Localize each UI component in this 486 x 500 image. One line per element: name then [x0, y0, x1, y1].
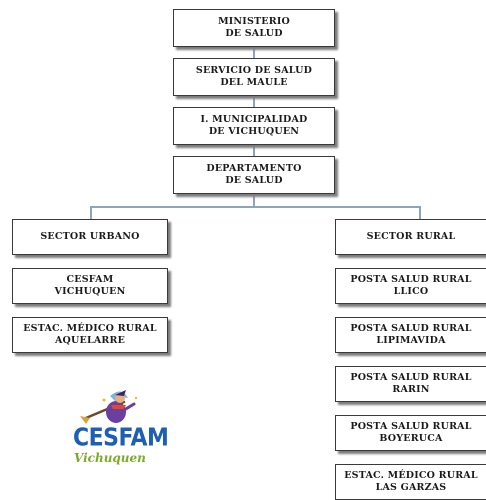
connector-trunk: [253, 47, 255, 58]
org-box-servicio-de-salud: SERVICIO DE SALUD DEL MAULE: [173, 58, 335, 96]
logo-title: CESFAM: [73, 423, 169, 453]
org-box-sector-urbano: SECTOR URBANO: [12, 219, 168, 255]
box-line: SERVICIO DE SALUD: [195, 65, 313, 76]
box-line: I. MUNICIPALIDAD: [200, 114, 308, 125]
box-line: DE SALUD: [225, 175, 283, 186]
org-box-departamento: DEPARTAMENTO DE SALUD: [173, 156, 335, 194]
logo-subtitle: Vichuquen: [74, 451, 146, 465]
org-box-municipalidad: I. MUNICIPALIDAD DE VICHUQUEN: [173, 107, 335, 145]
box-line: POSTA SALUD RURAL: [350, 372, 472, 383]
org-box-posta-boyeruca: POSTA SALUD RURAL BOYERUCA: [335, 415, 486, 451]
box-line: RARIN: [392, 384, 430, 395]
box-line: CESFAM: [66, 274, 114, 285]
org-box-estac-las-garzas: ESTAC. MÉDICO RURAL LAS GARZAS: [335, 464, 486, 500]
org-box-sector-rural: SECTOR RURAL: [335, 219, 486, 255]
box-line: SECTOR URBANO: [40, 231, 140, 242]
box-line: ESTAC. MÉDICO RURAL: [23, 323, 157, 334]
connector-branch-horizontal: [90, 206, 420, 208]
box-line: MINISTERIO: [218, 16, 290, 27]
box-line: BOYERUCA: [379, 433, 443, 444]
connector-trunk: [253, 194, 255, 207]
box-line: SECTOR RURAL: [366, 231, 456, 242]
org-box-cesfam: CESFAM VICHUQUEN: [12, 268, 168, 304]
box-line: LAS GARZAS: [375, 482, 447, 493]
box-line: DE SALUD: [225, 28, 283, 39]
org-box-posta-llico: POSTA SALUD RURAL LLICO: [335, 268, 486, 304]
connector-trunk: [253, 145, 255, 156]
box-line: DE VICHUQUEN: [208, 126, 300, 137]
connector-branch-left: [90, 206, 92, 219]
connector-trunk: [253, 96, 255, 107]
box-line: DEL MAULE: [220, 77, 288, 88]
box-line: POSTA SALUD RURAL: [350, 323, 472, 334]
box-line: AQUELARRE: [54, 335, 126, 346]
org-box-ministerio: MINISTERIO DE SALUD: [173, 9, 335, 47]
box-line: DEPARTAMENTO: [206, 163, 302, 174]
box-line: LIPIMAVIDA: [376, 335, 446, 346]
org-box-posta-rarin: POSTA SALUD RURAL RARIN: [335, 366, 486, 402]
box-line: VICHUQUEN: [54, 286, 126, 297]
box-line: POSTA SALUD RURAL: [350, 421, 472, 432]
org-box-estac-aquelarre: ESTAC. MÉDICO RURAL AQUELARRE: [12, 317, 168, 353]
box-line: LLICO: [393, 286, 429, 297]
box-line: ESTAC. MÉDICO RURAL: [344, 470, 478, 481]
connector-branch-right: [419, 206, 421, 219]
cesfam-mascot-icon: [80, 390, 138, 424]
box-line: POSTA SALUD RURAL: [350, 274, 472, 285]
org-box-posta-lipimavida: POSTA SALUD RURAL LIPIMAVIDA: [335, 317, 486, 353]
